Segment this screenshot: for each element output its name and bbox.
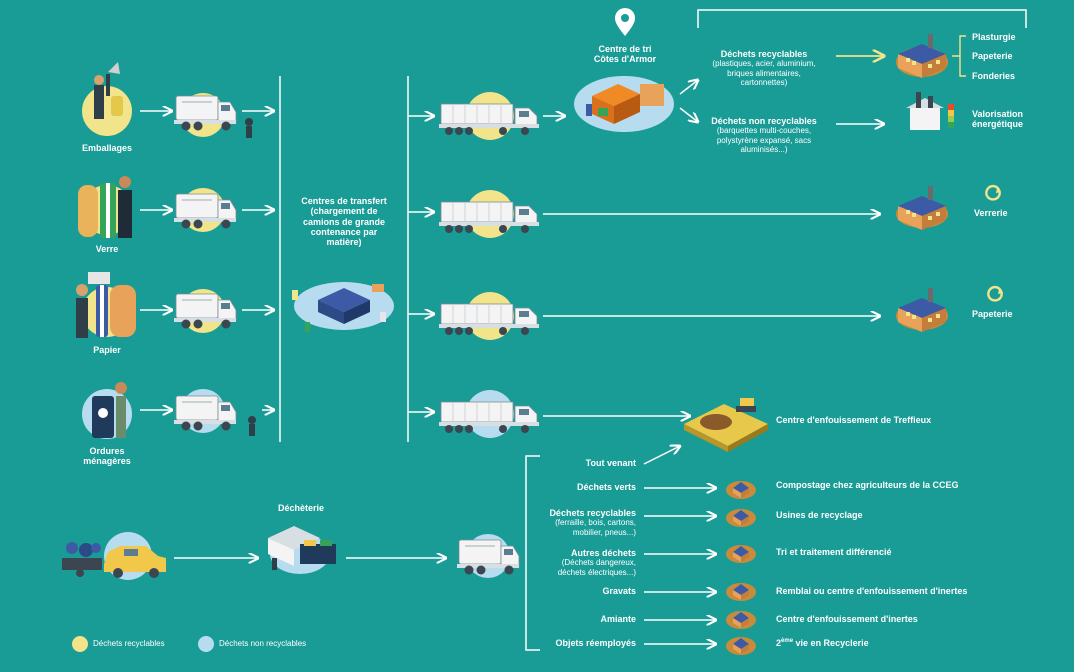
papeterie-recycle-icon xyxy=(987,285,1005,302)
verre-label: Verre xyxy=(95,244,119,254)
flow-gravats-label: Gravats xyxy=(602,586,636,596)
collection-truck-papier xyxy=(173,289,237,333)
recyclerie-icon xyxy=(726,637,756,655)
flow-dechets-verts-label: Déchets verts xyxy=(576,482,636,492)
legend-recyclable-label: Déchets recyclables xyxy=(93,639,165,648)
energy-plant-icon xyxy=(906,92,954,130)
industry-fonderies: Fonderies xyxy=(972,71,1016,81)
flow-tout-venant-label: Tout venant xyxy=(585,458,636,468)
flow-autres: Autres déchets (Déchets dangereux, déche… xyxy=(500,548,636,577)
flow-amiante-label: Amiante xyxy=(600,614,636,624)
car-trailer-icon xyxy=(62,532,166,580)
collection-truck-verre xyxy=(173,188,237,232)
big-truck-row-4 xyxy=(438,390,540,438)
dest-usines-label: Usines de recyclage xyxy=(776,510,863,520)
papeterie-label: Papeterie xyxy=(972,309,1013,319)
transfer-center-icon xyxy=(292,282,394,332)
industry-plasturgie: Plasturgie xyxy=(972,32,1016,42)
collection-truck-ordures xyxy=(173,389,256,436)
papier-source-icon xyxy=(76,272,136,338)
verrerie-label: Verrerie xyxy=(974,208,1008,218)
ordures-label: Ordures ménagères xyxy=(83,446,131,467)
top-bracket xyxy=(697,9,1027,28)
gravats-icon xyxy=(726,583,756,601)
landfill-label: Centre d'enfouissement de Treffieux xyxy=(776,415,932,425)
non-recyclables-title: Déchets non recyclables xyxy=(711,116,817,126)
industry-papeterie: Papeterie xyxy=(972,51,1013,61)
recycling-factory-icon xyxy=(896,34,948,78)
big-truck-row-3 xyxy=(438,292,540,340)
non-recyclables-block: Déchets non recyclables (barquettes mult… xyxy=(694,116,834,154)
treatment-icon xyxy=(726,545,756,563)
dest-inertes-label: Centre d'enfouissement d'inertes xyxy=(776,614,918,624)
split-arrows xyxy=(679,80,884,124)
energy-label: Valorisation énergétique xyxy=(972,109,1024,130)
decheterie-facility-icon xyxy=(268,526,336,574)
recyclerie-text: vie en Recyclerie xyxy=(795,638,869,648)
emballages-source-icon xyxy=(82,62,132,136)
dest-remblai-label: Remblai ou centre d'enfouissement d'iner… xyxy=(776,586,968,596)
ordures-source-icon xyxy=(82,382,132,439)
non-recyclables-detail: (barquettes multi-couches, polystyrène e… xyxy=(716,126,812,154)
decheterie-truck xyxy=(456,534,520,578)
papeterie-factory-icon xyxy=(896,288,948,332)
sorting-center-label: Centre de tri Côtes d'Armor xyxy=(593,44,657,65)
compost-icon xyxy=(726,481,756,499)
source-arrows xyxy=(140,111,274,410)
decheterie-label: Déchèterie xyxy=(277,503,325,513)
amiante-icon xyxy=(726,611,756,629)
landfill-icon xyxy=(684,398,768,452)
legend-non-recyclable-label: Déchets non recyclables xyxy=(219,639,307,648)
big-truck-row-1 xyxy=(438,92,540,140)
recyclerie-prefix: 2 xyxy=(776,638,782,648)
verrerie-recycle-icon xyxy=(985,184,1003,201)
flow-recyclables: Déchets recyclables (ferraille, bois, ca… xyxy=(500,508,636,537)
recyclables-title: Déchets recyclables xyxy=(720,49,808,59)
recyclables-detail: (plastiques, acier, aluminium, briques a… xyxy=(712,59,816,87)
decheterie-bracket xyxy=(525,455,540,651)
dest-tri-label: Tri et traitement différencié xyxy=(776,547,892,557)
dest-recyclerie-label: 2ème vie en Recyclerie xyxy=(776,638,869,648)
decheterie-arrows xyxy=(643,446,716,644)
collection-truck-emballages xyxy=(173,93,253,138)
legend-non-recyclable-dot xyxy=(198,636,214,652)
verrerie-factory-icon xyxy=(896,186,948,230)
sorting-center-icon xyxy=(574,76,674,132)
dest-compost-label: Compostage chez agriculteurs de la CCEG xyxy=(776,480,959,490)
verre-source-icon xyxy=(78,176,132,238)
transfer-arrows xyxy=(408,116,880,416)
industries-bracket xyxy=(952,35,966,77)
legend-recyclable-dot xyxy=(72,636,88,652)
big-truck-row-2 xyxy=(438,190,540,238)
papier-label: Papier xyxy=(93,345,121,355)
location-pin-icon xyxy=(615,8,635,36)
recycling-plant-icon xyxy=(726,509,756,527)
recyclables-block: Déchets recyclables (plastiques, acier, … xyxy=(694,49,834,87)
flow-recyclables-detail: (ferraille, bois, cartons, mobilier, pne… xyxy=(555,518,636,537)
flow-objets-label: Objets réemployés xyxy=(555,638,636,648)
transfer-center-label: Centres de transfert (chargement de cami… xyxy=(301,196,387,248)
emballages-label: Emballages xyxy=(81,143,133,153)
flow-autres-detail: (Déchets dangereux, déchets électriques.… xyxy=(557,558,636,577)
flow-recyclables-label: Déchets recyclables xyxy=(549,508,636,518)
recyclerie-sup: ème xyxy=(781,638,794,644)
flow-autres-label: Autres déchets xyxy=(570,548,636,558)
